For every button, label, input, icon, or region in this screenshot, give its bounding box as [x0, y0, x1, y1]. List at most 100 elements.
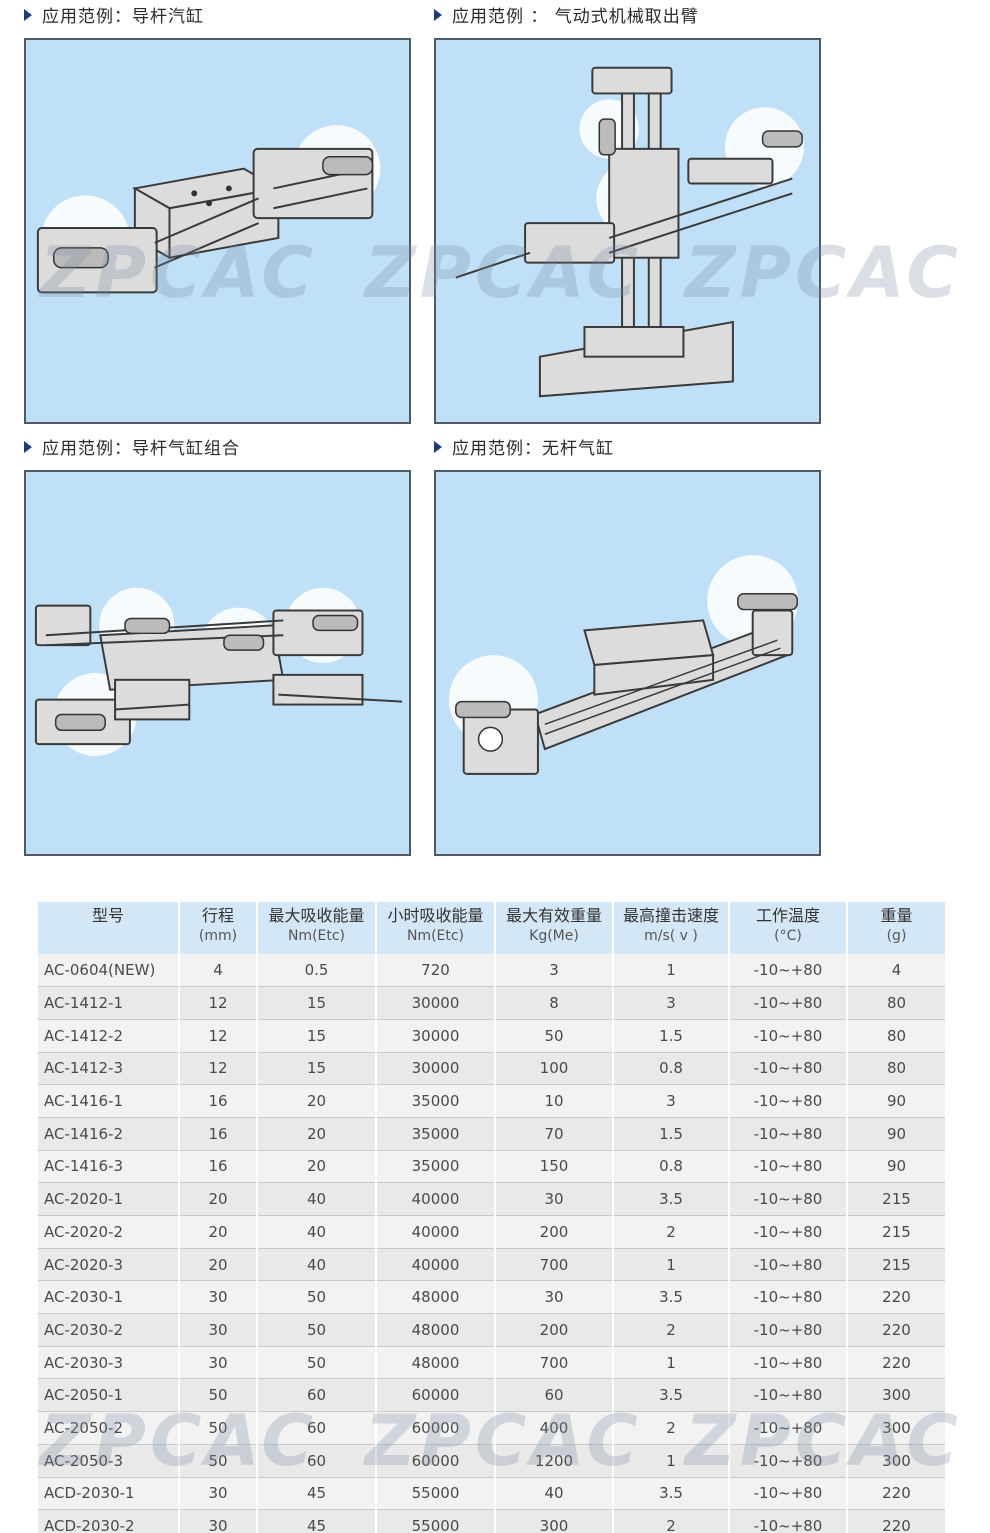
table-cell: -10~+80: [729, 1248, 848, 1282]
table-cell: 1: [613, 1248, 730, 1282]
table-cell: 300: [495, 1509, 614, 1533]
rodless-cylinder-drawing: [448, 555, 799, 775]
table-cell: 70: [495, 1117, 614, 1151]
table-cell: 90: [847, 1150, 947, 1184]
section-title-rodless-cylinder: 应用范例：无杆气缸: [434, 434, 614, 459]
section-title-guide-combo: 应用范例：导杆气缸组合: [24, 434, 240, 459]
table-cell: -10~+80: [729, 986, 848, 1020]
table-cell: 40000: [376, 1215, 496, 1249]
table-cell: 48000: [376, 1313, 496, 1347]
table-cell: 15: [257, 1019, 377, 1053]
table-cell: 40: [495, 1477, 614, 1511]
table-cell: 50: [495, 1019, 614, 1053]
table-cell: 60: [257, 1378, 377, 1413]
column-header-title: 小时吸收能量: [387, 906, 484, 925]
play-triangle-icon: [434, 9, 442, 21]
column-header: 型号: [38, 902, 180, 954]
table-cell: 12: [179, 1019, 258, 1053]
table-cell: 200: [495, 1313, 614, 1347]
table-cell: 35000: [376, 1117, 496, 1151]
table-cell: 90: [847, 1117, 947, 1151]
table-cell: 50: [257, 1280, 377, 1315]
table-cell: 45: [257, 1477, 377, 1511]
model-cell: AC-2030-3: [38, 1346, 180, 1380]
table-cell: 215: [847, 1182, 947, 1216]
table-cell: 50: [257, 1313, 377, 1347]
table-cell: 80: [847, 1019, 947, 1053]
table-cell: 3: [613, 986, 730, 1020]
table-cell: 3: [495, 954, 614, 988]
table-cell: 50: [179, 1444, 258, 1478]
column-header-title: 最大吸收能量: [268, 906, 365, 925]
column-header-unit: Nm(Etc): [287, 928, 346, 944]
table-cell: 8: [495, 986, 614, 1020]
table-cell: 220: [847, 1509, 947, 1533]
table-cell: -10~+80: [729, 954, 848, 988]
table-cell: -10~+80: [729, 1346, 848, 1380]
model-cell: AC-1416-2: [38, 1117, 180, 1151]
model-cell: AC-2020-3: [38, 1248, 180, 1282]
table-cell: 215: [847, 1215, 947, 1249]
guide-cylinder-drawing: [36, 125, 381, 294]
table-cell: -10~+80: [729, 1084, 848, 1118]
table-cell: 30: [179, 1280, 258, 1315]
table-cell: 3.5: [613, 1280, 730, 1315]
column-header-unit: (g): [886, 928, 907, 944]
table-cell: -10~+80: [729, 1313, 848, 1347]
table-cell: 1: [613, 1346, 730, 1380]
illustration-rodless-cylinder: [434, 470, 821, 856]
table-cell: 80: [847, 986, 947, 1020]
model-cell: AC-0604(NEW): [38, 954, 180, 988]
table-cell: 100: [495, 1052, 614, 1086]
column-header: 重量 (g): [847, 902, 947, 954]
table-cell: 40: [257, 1248, 377, 1282]
table-cell: 700: [495, 1346, 614, 1380]
table-cell: 55000: [376, 1477, 496, 1511]
table-cell: -10~+80: [729, 1378, 848, 1413]
table-cell: -10~+80: [729, 1444, 848, 1478]
model-cell: AC-2020-2: [38, 1215, 180, 1249]
table-cell: 700: [495, 1248, 614, 1282]
table-cell: 15: [257, 1052, 377, 1086]
table-cell: 2: [613, 1313, 730, 1347]
table-cell: 0.8: [613, 1150, 730, 1184]
table-cell: -10~+80: [729, 1117, 848, 1151]
table-cell: 4: [179, 954, 258, 988]
column-header-unit: Kg(Me): [529, 928, 579, 944]
column-header-title: 型号: [91, 906, 124, 925]
section-title-text: 应用范例：导杆气缸组合: [42, 439, 240, 459]
table-cell: 30: [179, 1477, 258, 1511]
table-cell: 20: [257, 1084, 377, 1118]
table-cell: -10~+80: [729, 1019, 848, 1053]
column-header: 最大有效重量 Kg(Me): [495, 902, 614, 954]
illustration-guide-combo: [24, 470, 411, 856]
table-cell: 12: [179, 986, 258, 1020]
table-cell: 220: [847, 1346, 947, 1380]
table-cell: 20: [179, 1215, 258, 1249]
table-cell: 30: [179, 1509, 258, 1533]
table-cell: 16: [179, 1084, 258, 1118]
table-cell: -10~+80: [729, 1280, 848, 1315]
table-cell: 40: [257, 1182, 377, 1216]
column-header-title: 最大有效重量: [505, 906, 602, 925]
table-cell: 30: [495, 1280, 614, 1315]
table-cell: 50: [179, 1378, 258, 1413]
table-cell: -10~+80: [729, 1411, 848, 1445]
table-cell: 40000: [376, 1182, 496, 1216]
table-cell: 215: [847, 1248, 947, 1282]
table-cell: 20: [179, 1182, 258, 1216]
guide-combo-drawing: [34, 587, 403, 757]
table-cell: 300: [847, 1444, 947, 1478]
table-cell: 10: [495, 1084, 614, 1118]
table-cell: 30: [179, 1346, 258, 1380]
table-cell: 40: [257, 1215, 377, 1249]
column-header-title: 重量: [880, 906, 913, 925]
